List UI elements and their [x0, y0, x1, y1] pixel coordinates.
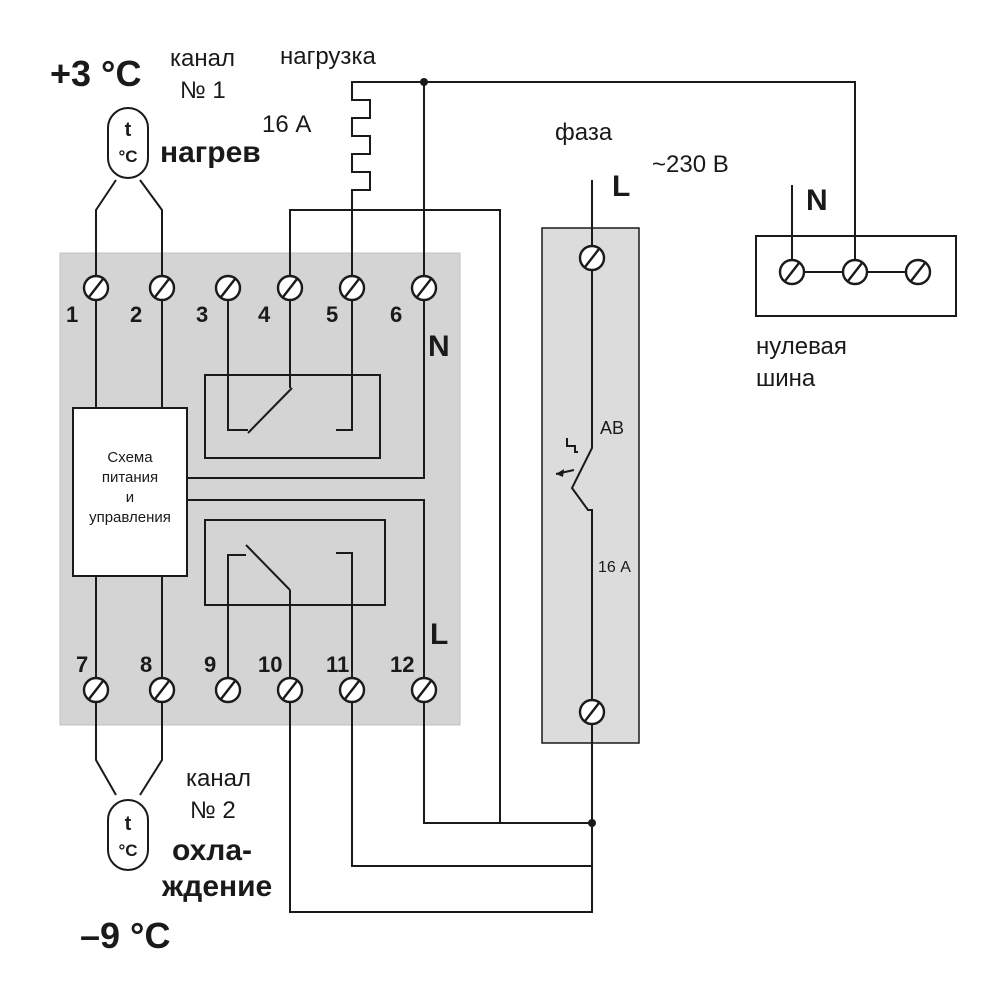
- load-label: нагрузка: [280, 43, 376, 70]
- sensor1-lead-right: [139, 179, 163, 408]
- control-block: [72, 407, 188, 577]
- breaker-label: АВ: [600, 418, 624, 438]
- sensor2-lead-right: [139, 576, 163, 796]
- wire-t12-control: [187, 499, 425, 690]
- breaker-terminal-bottom: [578, 698, 606, 726]
- terminal-label-9: 9: [204, 652, 216, 677]
- phase-voltage: ~230 В: [652, 151, 729, 178]
- bus-terminal-2: [841, 258, 869, 286]
- control-line1: Схема: [107, 449, 153, 466]
- wire-t12-ext: [423, 690, 592, 824]
- sensor1-lead-left: [95, 179, 117, 408]
- relay1-box: [204, 374, 381, 459]
- sensor2-lead-left: [95, 576, 117, 796]
- neutral-bus-line1: нулевая: [756, 333, 847, 360]
- terminal-label-8: 8: [140, 652, 152, 677]
- terminal-2: [148, 274, 176, 302]
- channel2-mode-line1: охла-: [172, 834, 252, 867]
- breaker-housing: [541, 227, 640, 744]
- wire-t11-ext: [351, 690, 592, 867]
- wire-t11: [336, 552, 353, 690]
- wire-t4-feed: [289, 209, 501, 823]
- terminal-label-6: 6: [390, 302, 402, 327]
- junction-top: [420, 78, 428, 86]
- terminal-label-1: 1: [66, 302, 78, 327]
- channel1-label-line2: № 1: [180, 77, 226, 104]
- channel1-temp: +3 °C: [50, 53, 141, 94]
- channel1-label-line1: канал: [170, 45, 235, 72]
- wire-t10-ext: [289, 690, 593, 913]
- terminal-label-10: 10: [258, 652, 282, 677]
- load-current: 16 А: [262, 111, 311, 138]
- terminal-label-2: 2: [130, 302, 142, 327]
- wire-t3: [227, 288, 248, 431]
- terminal-11: [338, 676, 366, 704]
- phase-label: фаза: [555, 119, 613, 146]
- terminal-9: [214, 676, 242, 704]
- load-coil: [351, 81, 425, 195]
- phase-L: L: [612, 170, 630, 203]
- bus-terminal-3: [904, 258, 932, 286]
- sensor1-t: t: [125, 119, 132, 141]
- device-L-label: L: [430, 618, 448, 651]
- terminal-7: [82, 676, 110, 704]
- terminal-6: [410, 274, 438, 302]
- sensor2-unit: °C: [118, 841, 137, 860]
- breaker-arrow-head: [556, 469, 564, 477]
- terminal-label-7: 7: [76, 652, 88, 677]
- device-N-label: N: [428, 330, 450, 363]
- terminal-5: [338, 274, 366, 302]
- terminal-3: [214, 274, 242, 302]
- channel2-mode-line2: ждение: [161, 870, 272, 903]
- neutral-N: N: [806, 184, 828, 217]
- terminal-8: [148, 676, 176, 704]
- control-line3: и: [126, 489, 134, 506]
- terminal-10: [276, 676, 304, 704]
- breaker-current: 16 А: [598, 559, 631, 576]
- breaker-handle: [566, 438, 578, 453]
- wire-t6: [423, 81, 856, 288]
- terminal-label-11: 11: [326, 652, 349, 677]
- sensor2: [107, 799, 149, 871]
- channel2-label-line2: № 2: [190, 797, 236, 824]
- sensor1-unit: °C: [118, 147, 137, 166]
- breaker-terminal-top: [578, 244, 606, 272]
- channel2-label-line1: канал: [186, 765, 251, 792]
- wire-t6-control: [187, 288, 425, 479]
- relay2-box: [204, 519, 386, 606]
- terminal-label-12: 12: [390, 652, 414, 677]
- relay1-blade: [247, 387, 293, 434]
- relay2-blade: [245, 544, 291, 591]
- terminal-12: [410, 676, 438, 704]
- control-line4: управления: [89, 509, 171, 526]
- terminal-4: [276, 274, 304, 302]
- terminal-label-3: 3: [196, 302, 208, 327]
- wire-t5: [336, 288, 353, 431]
- control-line2: питания: [102, 469, 158, 486]
- bus-terminal-1: [778, 258, 806, 286]
- terminal-label-4: 4: [258, 302, 271, 327]
- channel2-temp: –9 °C: [80, 915, 170, 956]
- sensor1: [107, 107, 149, 179]
- terminal-label-5: 5: [326, 302, 338, 327]
- terminal-1: [82, 274, 110, 302]
- sensor2-t: t: [125, 813, 132, 835]
- wire-t9: [227, 554, 246, 690]
- neutral-bus-line2: шина: [756, 365, 816, 392]
- channel1-mode: нагрев: [160, 136, 261, 169]
